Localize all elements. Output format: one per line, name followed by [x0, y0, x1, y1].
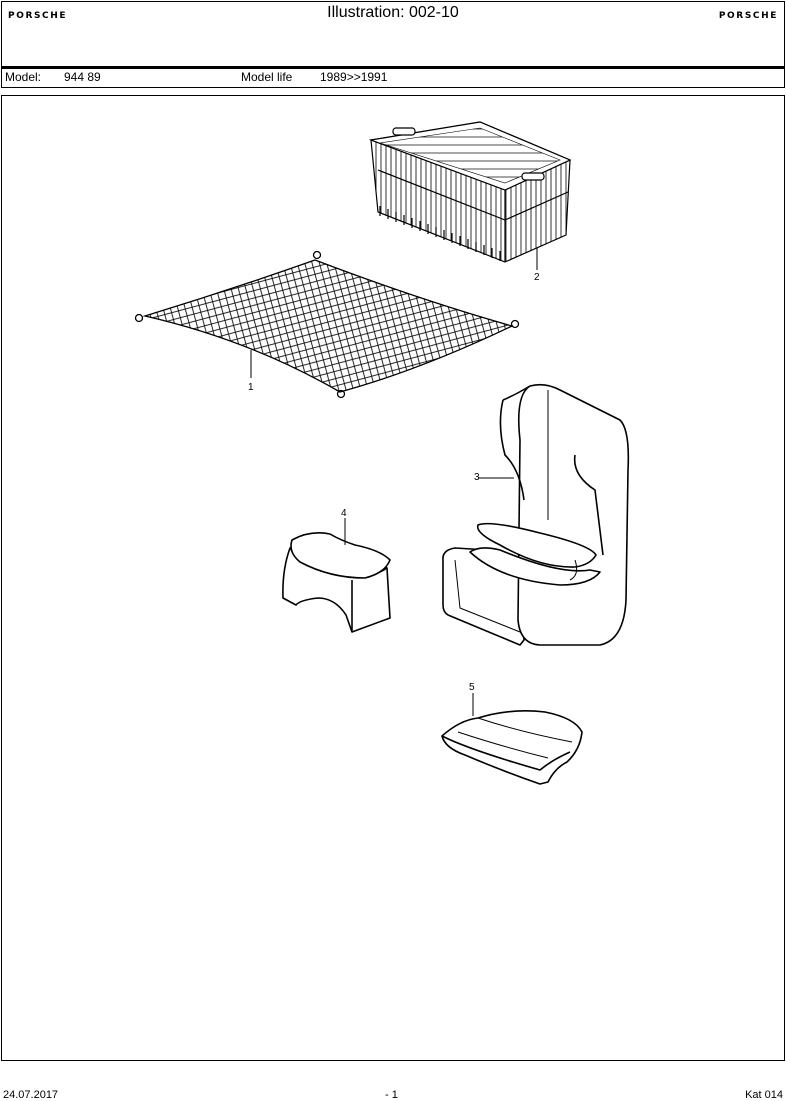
booster-cushion-drawing: [282, 518, 391, 633]
footer-catalog: Kat 014: [745, 1089, 783, 1101]
page-title: Illustration: 002-10: [327, 4, 459, 21]
porsche-logo-left: PORSCHE: [8, 11, 68, 21]
model-value: 944 89: [64, 70, 101, 84]
part-number-5: 5: [469, 682, 475, 693]
seat-cushion-drawing: [441, 693, 583, 785]
porsche-logo-right: PORSCHE: [718, 11, 778, 21]
model-bar: Model: 944 89 Model life 1989>>1991: [1, 66, 785, 88]
child-seat-drawing: [442, 383, 630, 646]
part-number-1: 1: [248, 382, 254, 393]
model-label: Model:: [5, 70, 42, 84]
part-number-4: 4: [341, 508, 347, 519]
footer-date: 24.07.2017: [3, 1089, 59, 1101]
model-life-value: 1989>>1991: [320, 70, 388, 84]
luggage-net-drawing: [134, 250, 520, 399]
part-number-2: 2: [534, 272, 540, 283]
footer-page-number: - 1: [385, 1089, 398, 1101]
part-number-3: 3: [474, 472, 480, 483]
basket-drawing: [368, 121, 572, 270]
illustration-frame: [1, 95, 785, 1061]
model-life-label: Model life: [241, 70, 293, 84]
